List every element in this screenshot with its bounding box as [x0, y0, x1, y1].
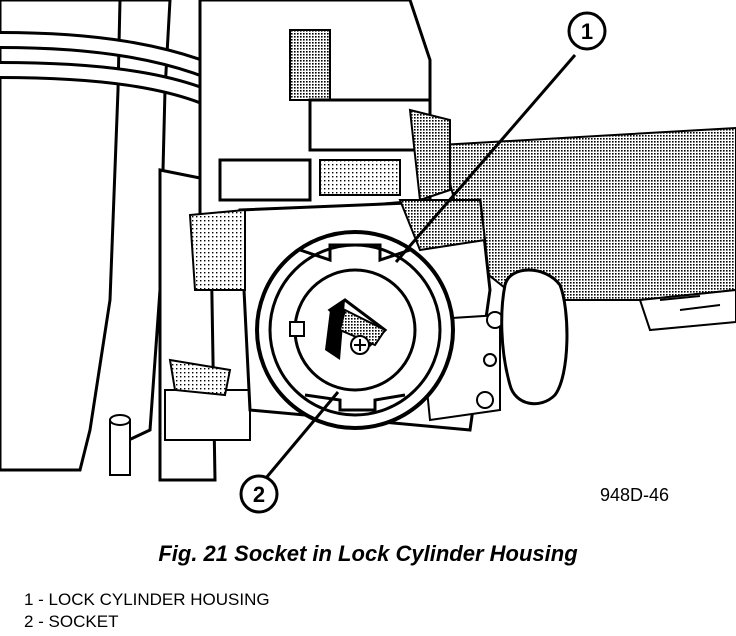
legend-item-lock-cylinder-housing: 1 - LOCK CYLINDER HOUSING [24, 590, 270, 609]
figure-code: 948D-46 [600, 485, 669, 505]
figure-caption: Fig. 21 Socket in Lock Cylinder Housing [158, 541, 578, 566]
callout-1: 1 [567, 11, 607, 51]
legend: 1 - LOCK CYLINDER HOUSING 2 - SOCKET [24, 589, 270, 633]
dash-panel [0, 0, 251, 482]
callout-1-leader [394, 54, 577, 263]
legend-item-socket: 2 - SOCKET [24, 612, 119, 631]
lock-cylinder-illustration: 1 2 948D-46 [0, 0, 736, 514]
upper-bracket [198, 0, 451, 222]
socket [325, 298, 388, 360]
callout-2: 2 [239, 474, 279, 514]
callout-2-leader [264, 391, 340, 479]
callout-1-number: 1 [581, 19, 593, 44]
shift-lever-knob [500, 268, 569, 406]
callout-2-number: 2 [253, 482, 265, 507]
